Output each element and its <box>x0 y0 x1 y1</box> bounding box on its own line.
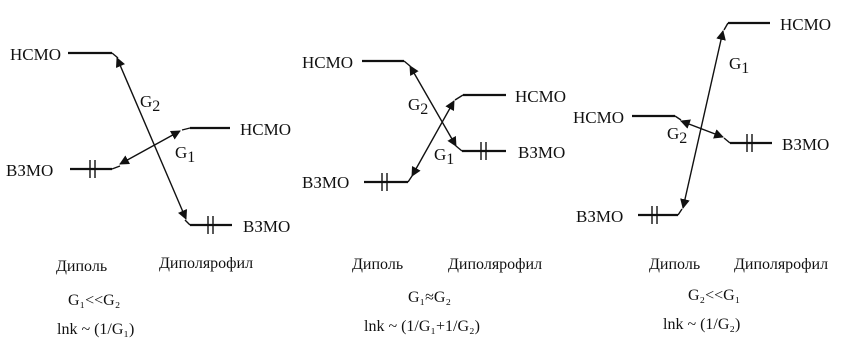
dipole-lumo-label: НСМО <box>302 53 353 72</box>
electron-pair <box>207 216 214 234</box>
panel-3: НСМО НСМО ВЗМО ВЗМО G1 G2 Диполь Диполяр… <box>573 15 831 333</box>
dipolarophile-caption: Диполярофил <box>159 255 253 272</box>
connector <box>723 137 731 144</box>
connector <box>407 175 413 183</box>
rate-expression: lnk ~ (1/G₁+1/G₂) <box>364 318 480 335</box>
connector <box>677 208 683 216</box>
electron-pair <box>746 134 753 152</box>
dipolarophile-caption: Диполярофил <box>448 256 542 273</box>
rate-expression: lnk ~ (1/G₁) <box>57 321 134 338</box>
dipole-lumo-label: НСМО <box>10 45 61 64</box>
gap-label-g1: G1 <box>175 143 195 166</box>
dipole-homo-label: ВЗМО <box>302 173 349 192</box>
dipole-homo-label: ВЗМО <box>6 161 53 180</box>
gap-arrow-g1 <box>680 30 726 209</box>
gap-relation: G₁<<G₂ <box>68 292 120 309</box>
dipolarophile-lumo-label: НСМО <box>780 15 831 34</box>
connector <box>455 145 463 152</box>
gap-relation: G₁≈G₂ <box>408 289 451 306</box>
connector <box>111 165 121 170</box>
connector <box>403 60 411 67</box>
gap-arrow-g2 <box>115 57 188 220</box>
dipole-caption: Диполь <box>352 256 403 273</box>
panel-2: НСМО ВЗМО НСМО ВЗМО G2 G1 Диполь Диполяр… <box>302 53 566 335</box>
electron-pair <box>651 206 658 224</box>
dipolarophile-homo-label: ВЗМО <box>243 217 290 236</box>
electron-pair <box>89 160 96 178</box>
dipole-caption: Диполь <box>56 258 107 275</box>
dipolarophile-caption: Диполярофил <box>734 256 828 273</box>
connector <box>723 22 729 31</box>
connector <box>674 115 682 121</box>
gap-label-g1: G1 <box>434 145 454 168</box>
gap-label-g2: G2 <box>140 92 160 115</box>
rate-expression: lnk ~ (1/G₂) <box>663 316 740 333</box>
gap-arrow-g2 <box>409 65 457 147</box>
gap-label-g2: G2 <box>408 95 428 118</box>
gap-label-g1: G1 <box>729 54 749 77</box>
connector <box>181 127 191 131</box>
connector <box>454 94 464 101</box>
dipole-caption: Диполь <box>649 256 700 273</box>
connector <box>111 52 119 59</box>
dipolarophile-homo-label: ВЗМО <box>782 135 829 154</box>
electron-pair <box>480 142 487 160</box>
electron-pair <box>381 173 388 191</box>
gap-relation: G₂<<G₁ <box>688 287 740 304</box>
dipole-lumo-label: НСМО <box>573 108 624 127</box>
dipolarophile-homo-label: ВЗМО <box>518 143 565 162</box>
dipolarophile-lumo-label: НСМО <box>240 120 291 139</box>
gap-label-g2: G2 <box>667 124 687 147</box>
panel-1: НСМО ВЗМО НСМО ВЗМО G2 G1 Диполь Диполяр… <box>6 45 291 338</box>
gap-arrow-g2 <box>680 119 724 139</box>
dipole-homo-label: ВЗМО <box>576 207 623 226</box>
connector <box>184 219 191 226</box>
dipolarophile-lumo-label: НСМО <box>515 87 566 106</box>
